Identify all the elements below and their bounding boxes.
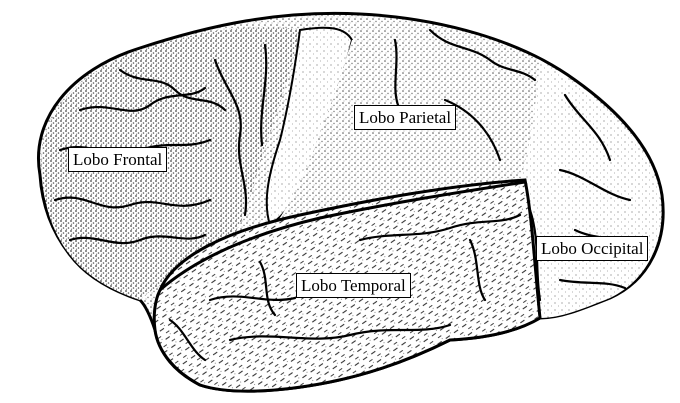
parietal-lobe-label: Lobo Parietal (354, 105, 456, 130)
frontal-lobe-label: Lobo Frontal (68, 147, 167, 172)
temporal-lobe-label: Lobo Temporal (296, 273, 411, 298)
occipital-lobe-region (520, 60, 661, 318)
occipital-lobe-label: Lobo Occipital (536, 236, 648, 261)
